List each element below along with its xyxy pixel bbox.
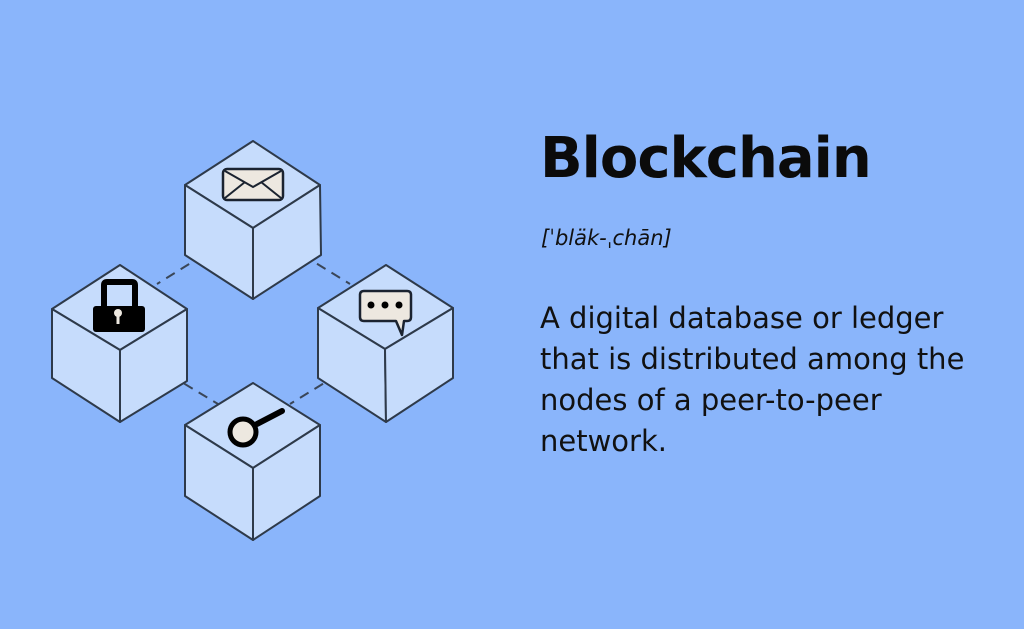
pronunciation: [ˈbläk-ˌchān]	[541, 226, 672, 250]
link-top-left	[156, 245, 219, 285]
network-links	[154, 245, 353, 405]
lock-icon	[93, 279, 145, 332]
cube-top	[184, 140, 322, 300]
term-title: Blockchain	[540, 126, 872, 191]
blockchain-network-diagram	[51, 140, 454, 541]
link-top-right	[287, 245, 351, 285]
chat-bubble-icon	[358, 289, 413, 337]
cube-left	[51, 264, 188, 423]
link-right-bottom	[289, 365, 353, 405]
envelope-icon	[221, 167, 285, 202]
magnifier-icon	[227, 408, 285, 448]
cube-right	[317, 264, 454, 423]
definition-text: A digital database or ledger that is dis…	[540, 301, 965, 458]
link-left-bottom	[154, 365, 219, 405]
cube-bottom	[184, 382, 321, 541]
